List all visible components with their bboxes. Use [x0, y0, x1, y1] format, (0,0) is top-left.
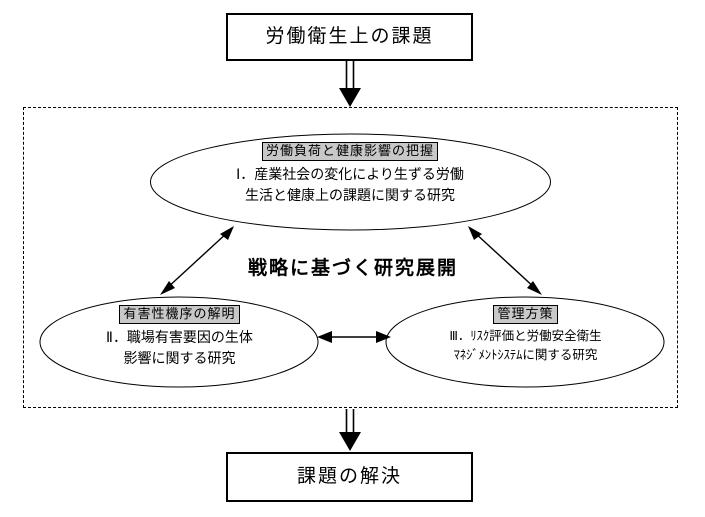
strategy-heading: 戦略に基づく研究展開	[247, 258, 458, 279]
bottom-process-box[interactable]: 課題の解決	[226, 452, 473, 502]
arrow-right-diag-icon	[468, 226, 542, 295]
node-3-badge: 管理方策	[493, 305, 558, 325]
ellipse-node-1[interactable]	[150, 133, 551, 231]
arrow-left-diag-icon	[160, 226, 234, 295]
arrow-horizontal-icon	[317, 331, 391, 343]
node-1-body-line-2: 生活と健康上の課題に関する研究	[245, 186, 455, 203]
node-1-badge: 労働負荷と健康影響の把握	[261, 142, 438, 162]
strategy-frame	[23, 107, 678, 408]
node-2-body-line-1: Ⅱ．職場有害要因の生体	[106, 329, 253, 346]
node-2-content: 有害性機序の解明 Ⅱ．職場有害要因の生体 影響に関する研究	[52, 305, 307, 368]
arrow-in-icon	[339, 61, 361, 107]
node-1-body-line-1: Ⅰ．産業社会の変化により生ずる労働	[236, 166, 464, 183]
node-1-content: 労働負荷と健康影響の把握 Ⅰ．産業社会の変化により生ずる労働 生活と健康上の課題…	[160, 142, 540, 205]
arrow-out-icon	[339, 409, 361, 451]
node-3-body-line-2: ﾏﾈｼﾞﾒﾝﾄｼｽﾃﾑに関する研究	[453, 348, 598, 362]
ellipse-node-3[interactable]	[385, 296, 665, 388]
top-process-box[interactable]: 労働衛生上の課題	[226, 13, 473, 61]
top-process-box-label: 労働衛生上の課題	[265, 25, 434, 47]
node-3-content: 管理方策 Ⅲ．ﾘｽｸ評価と労働安全衛生 ﾏﾈｼﾞﾒﾝﾄｼｽﾃﾑに関する研究	[398, 305, 653, 365]
bottom-process-box-label: 課題の解決	[296, 465, 402, 487]
ellipse-node-2[interactable]	[39, 296, 319, 388]
node-3-body-line-1: Ⅲ．ﾘｽｸ評価と労働安全衛生	[449, 329, 602, 344]
node-2-body-line-2: 影響に関する研究	[123, 349, 236, 366]
node-2-badge: 有害性機序の解明	[119, 305, 240, 325]
